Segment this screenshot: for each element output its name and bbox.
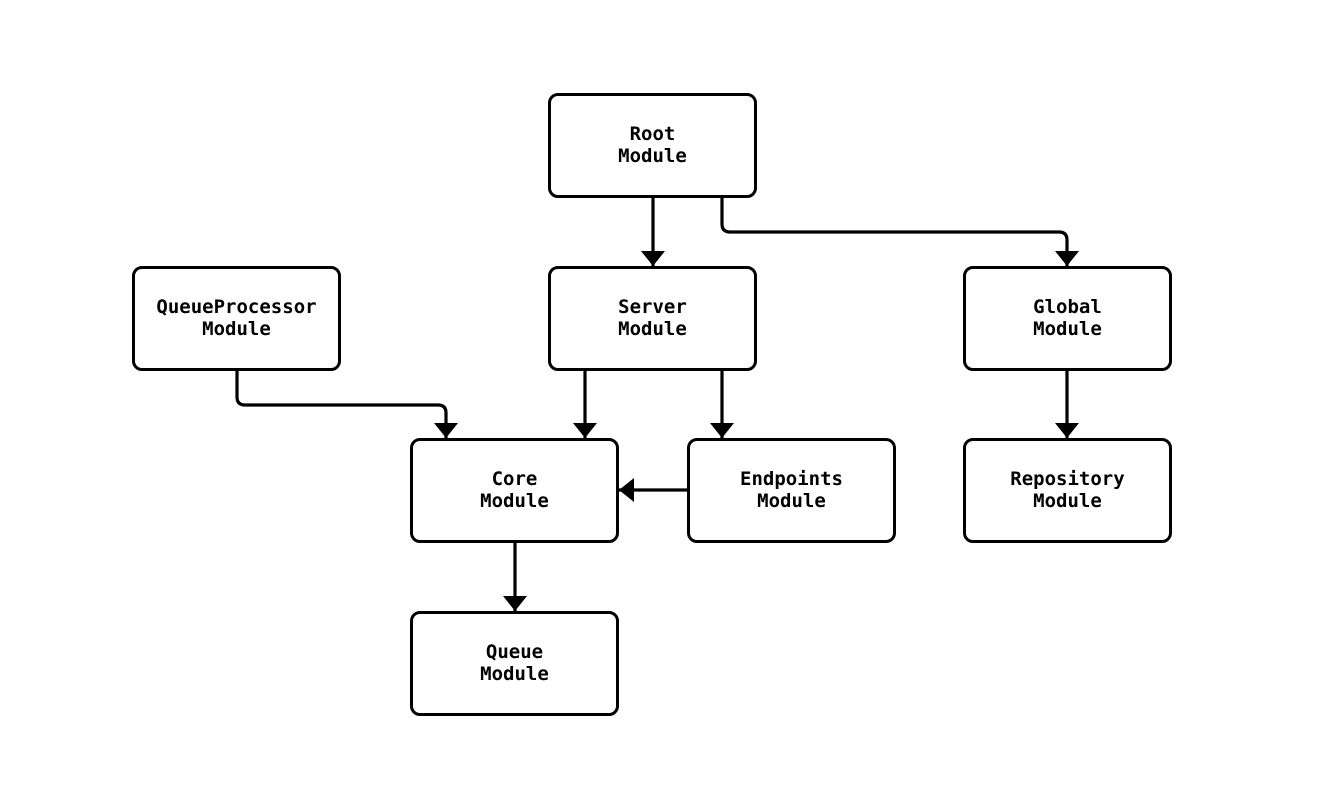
node-queueprocessor-module: QueueProcessor Module xyxy=(132,266,341,371)
node-global-module: Global Module xyxy=(963,266,1172,371)
node-root-module: Root Module xyxy=(548,93,757,198)
node-endpoints-module: Endpoints Module xyxy=(687,438,896,543)
node-server-module: Server Module xyxy=(548,266,757,371)
edge-root-to-global xyxy=(720,198,1079,266)
node-core-module: Core Module xyxy=(410,438,619,543)
edge-queueprocessor-to-core xyxy=(235,371,458,438)
node-queue-module: Queue Module xyxy=(410,611,619,716)
node-repository-module: Repository Module xyxy=(963,438,1172,543)
